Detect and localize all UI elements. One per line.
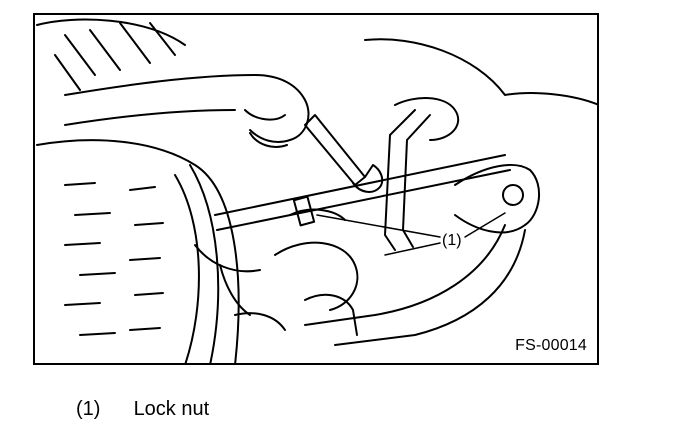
figure-frame: (1) FS-00014 — [33, 13, 599, 365]
callout-1-label: (1) — [442, 232, 462, 249]
lock-nut-wrench-illustration — [36, 18, 597, 363]
legend-label: Lock nut — [133, 398, 210, 420]
legend-number: (1) — [76, 398, 101, 420]
suspension-drawing — [194, 38, 597, 346]
legend-item: (1) Lock nut — [76, 398, 209, 420]
hand-with-wrench-drawing — [64, 74, 384, 193]
figure-code: FS-00014 — [515, 337, 587, 354]
callout-leader-lines — [316, 212, 506, 256]
tire-drawing — [36, 18, 240, 363]
